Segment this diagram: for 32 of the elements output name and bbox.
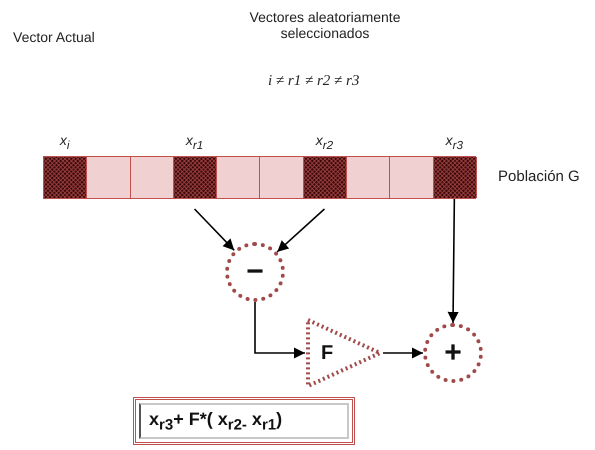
vector-cell	[260, 157, 304, 198]
arrow	[194, 208, 235, 251]
formula-text: x$_{r3}$+ F*( x$_{r2-}$ x$_{r1}$)	[139, 403, 349, 439]
vector-label: x$_{r2}$	[314, 132, 334, 152]
condition-text: i ≠ r1 ≠ r2 ≠ r3	[268, 73, 360, 90]
vector-label: x$_{r1}$	[184, 132, 204, 152]
vector-cell	[390, 157, 434, 198]
arrow	[383, 347, 423, 359]
title-text: Vector Actual	[13, 29, 95, 46]
operator-symbol: −	[246, 257, 264, 287]
scale-triangle	[305, 317, 383, 389]
selected-vector-cell	[174, 157, 218, 198]
vector-cell	[130, 157, 174, 198]
arrow	[448, 199, 459, 323]
population-bar	[43, 156, 476, 199]
vector-label: x$_{r3}$	[444, 132, 464, 152]
factor-text: F	[321, 343, 334, 363]
formula-box	[133, 397, 355, 445]
arrow	[254, 302, 305, 359]
vector-cell	[217, 157, 260, 198]
operator-symbol: +	[444, 338, 462, 368]
vector-label: x$_{i}$	[58, 132, 71, 152]
selected-vector-cell	[304, 157, 348, 198]
selected-vector-cell	[434, 157, 477, 198]
title-text: Vectores aleatoriamente seleccionados	[248, 9, 402, 42]
vector-cell	[87, 157, 131, 198]
arrow	[276, 208, 325, 252]
population-label: Población G	[498, 168, 580, 186]
operator-circle	[423, 323, 483, 383]
selected-vector-cell	[44, 157, 88, 198]
vector-cell	[347, 157, 390, 198]
operator-circle	[225, 242, 285, 302]
